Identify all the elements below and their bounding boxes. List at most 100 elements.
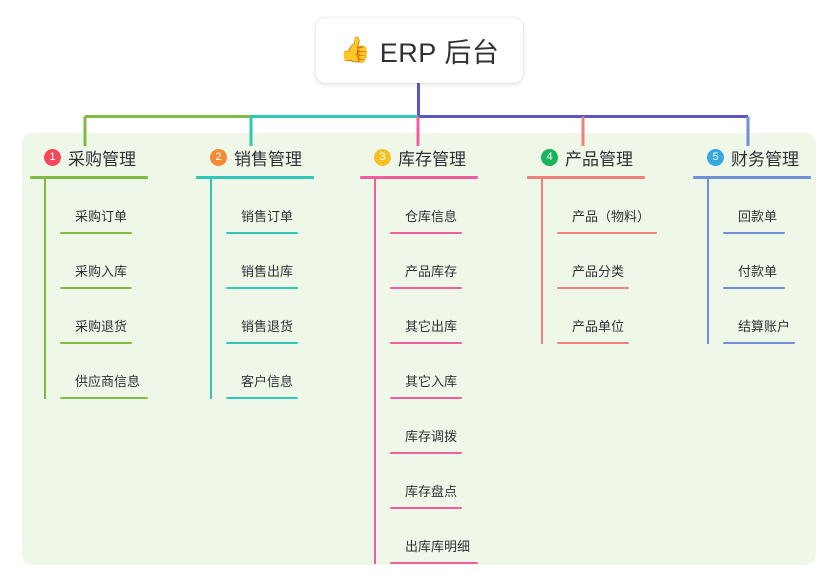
branch-item-label: 采购订单 bbox=[75, 209, 128, 224]
branch-item-rule bbox=[226, 397, 298, 399]
branch-item[interactable]: 供应商信息 bbox=[44, 344, 148, 399]
branch-title: 库存管理 bbox=[398, 149, 466, 169]
thumbs-up-icon: 👍 bbox=[339, 36, 371, 64]
branch-item[interactable]: 采购订单 bbox=[44, 179, 148, 234]
branch-header-3[interactable]: 3 库存管理 bbox=[360, 144, 478, 170]
branch-item-label: 采购入库 bbox=[75, 264, 128, 279]
branch-item[interactable]: 回款单 bbox=[707, 179, 811, 234]
branch-number-badge: 5 bbox=[707, 148, 724, 166]
branch-item-label: 库存盘点 bbox=[405, 484, 458, 499]
branch-header-rule bbox=[30, 176, 148, 179]
branch-item[interactable]: 产品分类 bbox=[541, 234, 645, 289]
branch-column-3: 3 库存管理仓库信息产品库存其它出库其它入库库存调拨库存盘点出库库明细 bbox=[360, 144, 478, 564]
branch-item-label: 付款单 bbox=[738, 264, 778, 279]
branch-item-rule bbox=[390, 287, 462, 289]
root-title: ERP 后台 bbox=[379, 38, 500, 68]
branch-item-label: 库存调拨 bbox=[405, 429, 458, 444]
branch-item[interactable]: 出库库明细 bbox=[374, 509, 478, 564]
branch-item-label: 客户信息 bbox=[241, 374, 294, 389]
branch-item-rule bbox=[60, 397, 148, 399]
branch-item-rule bbox=[557, 342, 629, 344]
branch-item-label: 供应商信息 bbox=[75, 374, 141, 389]
branch-spine bbox=[374, 179, 376, 564]
branch-item[interactable]: 其它出库 bbox=[374, 289, 478, 344]
branch-header-rule bbox=[360, 176, 478, 179]
branch-item-list: 回款单付款单结算账户 bbox=[693, 179, 811, 344]
branch-item-rule bbox=[557, 287, 629, 289]
branch-title: 采购管理 bbox=[68, 149, 136, 169]
branch-item-label: 销售退货 bbox=[241, 319, 294, 334]
branch-item-rule bbox=[723, 287, 785, 289]
branch-item[interactable]: 销售出库 bbox=[210, 234, 314, 289]
branch-item-rule bbox=[390, 507, 462, 509]
branch-spine bbox=[707, 179, 709, 344]
branch-header-4[interactable]: 4 产品管理 bbox=[527, 144, 645, 170]
branch-item-label: 产品（物料） bbox=[572, 209, 651, 224]
branch-item-rule bbox=[390, 342, 462, 344]
branch-item-label: 销售出库 bbox=[241, 264, 294, 279]
branch-item[interactable]: 采购退货 bbox=[44, 289, 148, 344]
branch-item[interactable]: 产品（物料） bbox=[541, 179, 657, 234]
branch-title: 产品管理 bbox=[565, 149, 633, 169]
branch-item-list: 采购订单采购入库采购退货供应商信息 bbox=[30, 179, 148, 399]
branch-item-rule bbox=[226, 287, 298, 289]
branch-item-list: 产品（物料） 产品分类产品单位 bbox=[527, 179, 657, 344]
branch-number-badge: 3 bbox=[374, 148, 391, 166]
branch-header-5[interactable]: 5 财务管理 bbox=[693, 144, 811, 170]
branch-number-badge: 1 bbox=[44, 148, 61, 166]
branch-number-badge: 4 bbox=[541, 148, 558, 166]
branch-item[interactable]: 其它入库 bbox=[374, 344, 478, 399]
branch-item-list: 仓库信息产品库存其它出库其它入库库存调拨库存盘点出库库明细 bbox=[360, 179, 478, 564]
branch-item-label: 结算账户 bbox=[738, 319, 791, 334]
branch-item[interactable]: 结算账户 bbox=[707, 289, 811, 344]
branch-item[interactable]: 库存调拨 bbox=[374, 399, 478, 454]
branch-header-rule bbox=[527, 176, 645, 179]
branch-item[interactable]: 仓库信息 bbox=[374, 179, 478, 234]
branch-column-4: 4 产品管理产品（物料） 产品分类产品单位 bbox=[527, 144, 657, 344]
branch-item-label: 回款单 bbox=[738, 209, 778, 224]
branch-spine bbox=[210, 179, 212, 399]
branch-item-rule bbox=[226, 342, 298, 344]
branch-spine bbox=[44, 179, 46, 399]
branch-item-rule bbox=[723, 232, 785, 234]
branch-item-label: 出库库明细 bbox=[405, 539, 471, 554]
branch-item-list: 销售订单销售出库销售退货客户信息 bbox=[196, 179, 314, 399]
branches-panel bbox=[22, 133, 816, 565]
branch-title: 财务管理 bbox=[731, 149, 799, 169]
branch-item-rule bbox=[60, 232, 132, 234]
branch-item-label: 其它出库 bbox=[405, 319, 458, 334]
branch-item[interactable]: 销售订单 bbox=[210, 179, 314, 234]
branch-item-rule bbox=[60, 342, 132, 344]
branch-item-label: 销售订单 bbox=[241, 209, 294, 224]
branch-item[interactable]: 客户信息 bbox=[210, 344, 314, 399]
branch-header-1[interactable]: 1 采购管理 bbox=[30, 144, 148, 170]
branch-item-label: 产品分类 bbox=[572, 264, 625, 279]
branch-item[interactable]: 采购入库 bbox=[44, 234, 148, 289]
branch-item-rule bbox=[390, 452, 462, 454]
branch-item[interactable]: 销售退货 bbox=[210, 289, 314, 344]
branch-item-label: 产品库存 bbox=[405, 264, 458, 279]
branch-item-label: 产品单位 bbox=[572, 319, 625, 334]
root-node[interactable]: 👍 ERP 后台 bbox=[316, 18, 523, 83]
branch-item[interactable]: 产品单位 bbox=[541, 289, 645, 344]
branch-item-rule bbox=[390, 232, 462, 234]
branch-column-5: 5 财务管理回款单付款单结算账户 bbox=[693, 144, 811, 344]
root-node-content: 👍 ERP 后台 bbox=[340, 31, 500, 70]
branch-item-label: 采购退货 bbox=[75, 319, 128, 334]
branch-header-rule bbox=[693, 176, 811, 179]
branch-number-badge: 2 bbox=[210, 148, 227, 166]
branch-item-rule bbox=[390, 562, 478, 564]
branch-item-rule bbox=[226, 232, 298, 234]
branch-item[interactable]: 付款单 bbox=[707, 234, 811, 289]
branch-item-rule bbox=[60, 287, 132, 289]
branch-header-rule bbox=[196, 176, 314, 179]
branch-item[interactable]: 库存盘点 bbox=[374, 454, 478, 509]
branch-column-1: 1 采购管理采购订单采购入库采购退货供应商信息 bbox=[30, 144, 148, 399]
branch-item[interactable]: 产品库存 bbox=[374, 234, 478, 289]
branch-item-rule bbox=[557, 232, 657, 234]
branch-spine bbox=[541, 179, 543, 344]
